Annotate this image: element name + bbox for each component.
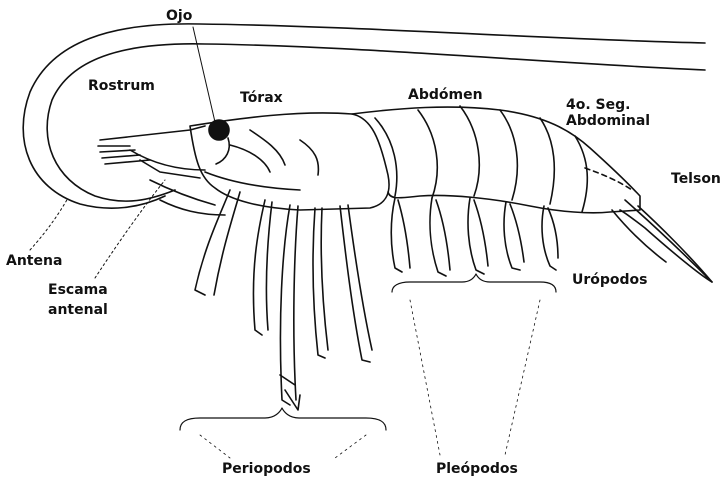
label-pleopodos: Pleópodos — [436, 461, 518, 477]
rostrum-spine — [100, 126, 205, 140]
label-torax: Tórax — [240, 90, 283, 106]
periopodos-brace — [180, 408, 386, 430]
abdomen-segment-3 — [460, 106, 479, 196]
pleopod-1 — [391, 198, 410, 272]
label-escama-antenal: Escama antenal — [48, 282, 108, 318]
escama-pointer — [95, 180, 165, 278]
abdomen-segment-4 — [500, 110, 517, 200]
ojo-pointer — [193, 27, 215, 122]
label-escama-line2: antenal — [48, 302, 108, 318]
pleopod-3 — [468, 198, 488, 274]
label-seg-line2: Abdominal — [566, 113, 650, 129]
pereiopod-5 — [340, 205, 372, 362]
pleopod-4 — [504, 202, 524, 270]
abdomen-segment-5 — [540, 118, 554, 204]
pereiopod-4 — [313, 208, 328, 358]
abdomen-segment-2 — [418, 110, 437, 198]
label-periopodos: Periopodos — [222, 461, 311, 477]
abdomen-segment-6 — [575, 136, 587, 212]
telson — [620, 200, 712, 282]
label-ojo: Ojo — [166, 8, 192, 24]
label-abdomen: Abdómen — [408, 87, 483, 103]
pereiopod-3 — [280, 205, 298, 405]
pleopod-2 — [430, 198, 450, 276]
pleopod-5 — [542, 206, 558, 270]
pereiopod-1 — [195, 190, 240, 295]
abdomen-segment-1 — [375, 118, 397, 196]
label-antena: Antena — [6, 253, 62, 269]
pleopodos-brace — [392, 274, 556, 292]
label-telson: Telson — [671, 171, 721, 187]
label-escama-line1: Escama — [48, 282, 108, 298]
label-rostrum: Rostrum — [88, 78, 155, 94]
antena-pointer — [30, 198, 68, 250]
label-seg-line1: 4o. Seg. — [566, 97, 650, 113]
label-uropodos: Urópodos — [572, 272, 648, 288]
eye — [209, 120, 229, 140]
pereiopod-2 — [253, 200, 272, 335]
label-cuarto-segmento-abdominal: 4o. Seg. Abdominal — [566, 97, 650, 129]
